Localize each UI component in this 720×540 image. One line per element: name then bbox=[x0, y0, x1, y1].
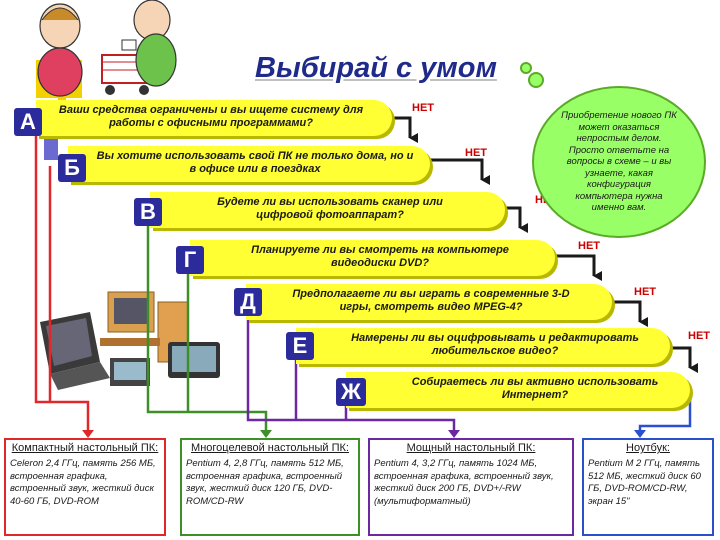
no-label-a: НЕТ bbox=[412, 102, 434, 114]
question-c-text: Будете ли вы использовать сканер или циф… bbox=[217, 196, 443, 221]
result-notebook-title: Ноутбук: bbox=[626, 442, 670, 454]
computers-illustration bbox=[40, 291, 220, 390]
result-multipurpose-pc-title: Многоцелевой настольный ПК: bbox=[191, 442, 349, 454]
result-compact-pc: Компактный настольный ПК: Celeron 2,4 ГГ… bbox=[4, 438, 166, 536]
question-f-text: Намерены ли вы оцифровывать и редактиров… bbox=[351, 332, 639, 357]
question-e-letter: Д bbox=[234, 288, 262, 316]
bubble-tail-1 bbox=[528, 72, 544, 88]
question-b-text: Вы хотите использовать свой ПК не только… bbox=[96, 150, 414, 175]
question-f-letter: Е bbox=[286, 332, 314, 360]
question-g-text: Собираетесь ли вы активно использовать И… bbox=[411, 376, 659, 401]
question-a bbox=[36, 100, 392, 136]
question-a-text: Ваши средства ограничены и вы ищете сист… bbox=[58, 104, 364, 129]
result-powerful-pc-specs: Pentium 4, 3,2 ГГц, память 1024 МБ, встр… bbox=[374, 458, 554, 507]
no-label-d: НЕТ bbox=[578, 240, 600, 252]
page-title: Выбирай с умом bbox=[255, 52, 497, 84]
result-notebook-specs: Pentium M 2 ГГц, память 512 МБ, жесткий … bbox=[588, 458, 701, 507]
question-d-text: Планируете ли вы смотреть на компьютере … bbox=[251, 244, 509, 269]
result-compact-pc-title: Компактный настольный ПК: bbox=[11, 442, 159, 454]
question-a-letter: А bbox=[14, 108, 42, 136]
question-g-letter: Ж bbox=[336, 378, 366, 406]
question-b bbox=[68, 146, 430, 182]
no-label-e: НЕТ bbox=[634, 286, 656, 298]
no-label-b: НЕТ bbox=[465, 147, 487, 159]
tip-bubble: Приобретение нового ПК может оказаться н… bbox=[532, 86, 706, 238]
question-b-letter: Б bbox=[58, 154, 86, 182]
shoppers-illustration bbox=[36, 0, 177, 98]
question-e bbox=[246, 284, 612, 320]
result-multipurpose-pc-specs: Pentium 4, 2,8 ГГц, память 512 МБ, встро… bbox=[186, 458, 344, 507]
tip-bubble-text: Приобретение нового ПК может оказаться н… bbox=[561, 110, 677, 214]
bubble-tail-2 bbox=[520, 62, 532, 74]
no-label-f: НЕТ bbox=[688, 330, 710, 342]
question-d-letter: Г bbox=[176, 246, 204, 274]
question-e-text: Предполагаете ли вы играть в современные… bbox=[292, 288, 570, 313]
result-powerful-pc-title: Мощный настольный ПК: bbox=[406, 442, 536, 454]
question-c-letter: В bbox=[134, 198, 162, 226]
result-compact-pc-specs: Celeron 2,4 ГГц, память 256 МБ, встроенн… bbox=[10, 458, 156, 507]
question-d bbox=[190, 240, 555, 276]
result-powerful-pc: Мощный настольный ПК: Pentium 4, 3,2 ГГц… bbox=[368, 438, 574, 536]
result-notebook: Ноутбук: Pentium M 2 ГГц, память 512 МБ,… bbox=[582, 438, 714, 536]
question-c bbox=[150, 192, 505, 228]
question-g bbox=[346, 372, 690, 408]
result-multipurpose-pc: Многоцелевой настольный ПК: Pentium 4, 2… bbox=[180, 438, 360, 536]
question-f bbox=[296, 328, 670, 364]
